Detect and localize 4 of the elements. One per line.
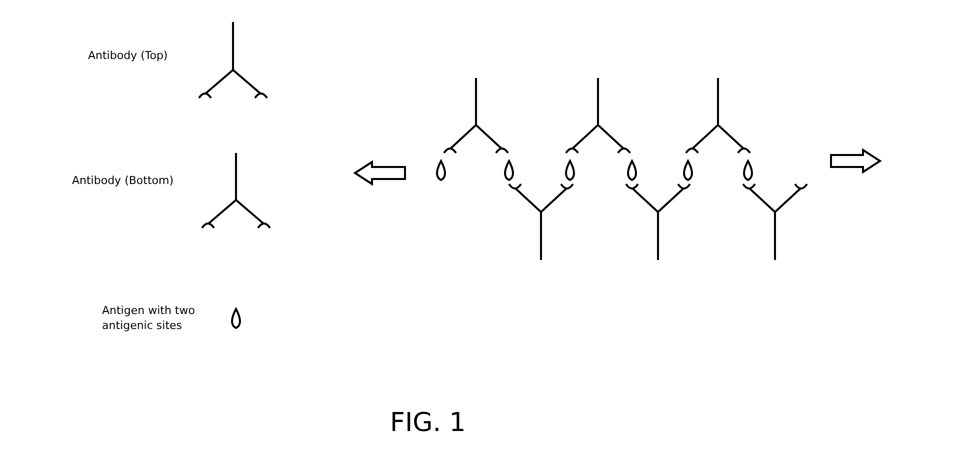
- legend-text: Antibody (Top): [88, 48, 169, 63]
- figure-caption: FIG. 1: [390, 408, 466, 438]
- legend-text: Antigen with two antigenic sites: [102, 303, 196, 333]
- legend-text: Antibody (Bottom): [72, 173, 174, 188]
